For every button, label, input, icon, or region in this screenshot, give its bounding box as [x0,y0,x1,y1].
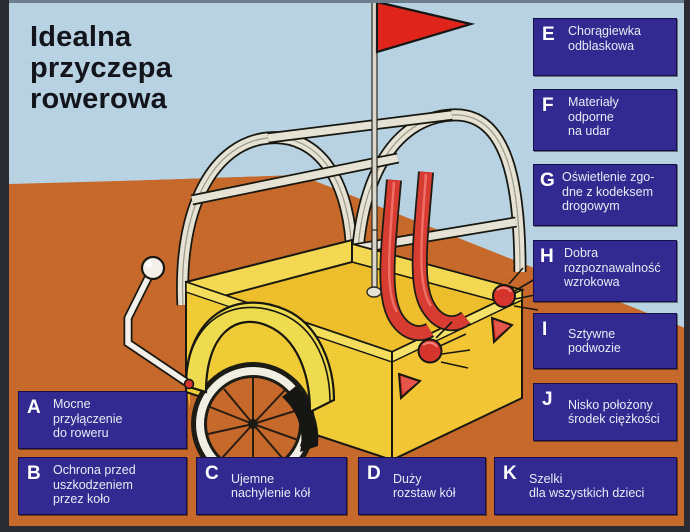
callout-g[interactable]: G Oświetlenie zgo- dne z kodeksem drogow… [533,164,677,226]
callout-j-letter: J [542,389,553,410]
callout-c[interactable]: C Ujemne nachylenie kół [196,457,347,515]
poster-border-bottom [0,526,690,532]
red-harness-straps [379,171,471,342]
page-title: Idealna przyczepa rowerowa [30,22,320,115]
title-line-1: Idealna [30,21,132,53]
callout-i[interactable]: I Sztywne podwozie [533,313,677,369]
callout-g-text: Oświetlenie zgo- dne z kodeksem drogowym [562,170,655,213]
flag-pole-lower [371,229,378,293]
poster-border-top [0,0,690,3]
flag-pole-socket [366,286,382,298]
callout-a-letter: A [27,397,41,418]
callout-d[interactable]: D Duży rozstaw kół [358,457,486,515]
callout-a-text: Mocne przyłączenie do roweru [53,397,123,440]
title-line-2: przyczepa [30,52,173,84]
callout-j[interactable]: J Nisko położony środek ciężkości [533,383,677,441]
hitch-arm [123,255,195,390]
title-line-3: rowerowa [30,83,167,115]
callout-c-text: Ujemne nachylenie kół [231,471,311,501]
callout-f[interactable]: F Materiały odporne na udar [533,89,677,151]
poster-border-right [684,0,690,532]
callout-e-letter: E [542,24,555,45]
callout-b-letter: B [27,463,41,484]
callout-e-text: Chorągiewka odblaskowa [568,24,641,53]
poster-border-left [0,0,9,532]
spoked-wheel [191,362,315,486]
wheel-fender [184,301,336,414]
callout-j-text: Nisko położony środek ciężkości [568,397,660,427]
callout-k-text: Szelki dla wszystkich dzieci [529,471,645,501]
callout-e[interactable]: E Chorągiewka odblaskowa [533,18,677,76]
callout-d-text: Duży rozstaw kół [393,471,456,501]
triangle-reflectors [397,316,514,401]
rear-reflector-lights [417,267,541,369]
callout-f-text: Materiały odporne na udar [568,95,619,138]
callout-i-text: Sztywne podwozie [568,326,621,356]
callout-h[interactable]: H Dobra rozpoznawalność wzrokowa [533,240,677,302]
reflective-flag [375,0,476,54]
callout-i-letter: I [542,319,548,340]
callout-f-letter: F [542,95,554,116]
callout-a[interactable]: A Mocne przyłączenie do roweru [18,391,187,449]
callout-b[interactable]: B Ochrona przed uszkodzeniem przez koło [18,457,187,515]
callout-g-letter: G [540,170,555,191]
callout-k-letter: K [503,463,517,484]
callout-d-letter: D [367,463,381,484]
callout-h-text: Dobra rozpoznawalność wzrokowa [564,246,661,289]
callout-h-letter: H [540,246,554,267]
tyre-shadow [282,386,319,452]
callout-b-text: Ochrona przed uszkodzeniem przez koło [53,463,136,506]
callout-c-letter: C [205,463,219,484]
callout-k[interactable]: K Szelki dla wszystkich dzieci [494,457,677,515]
